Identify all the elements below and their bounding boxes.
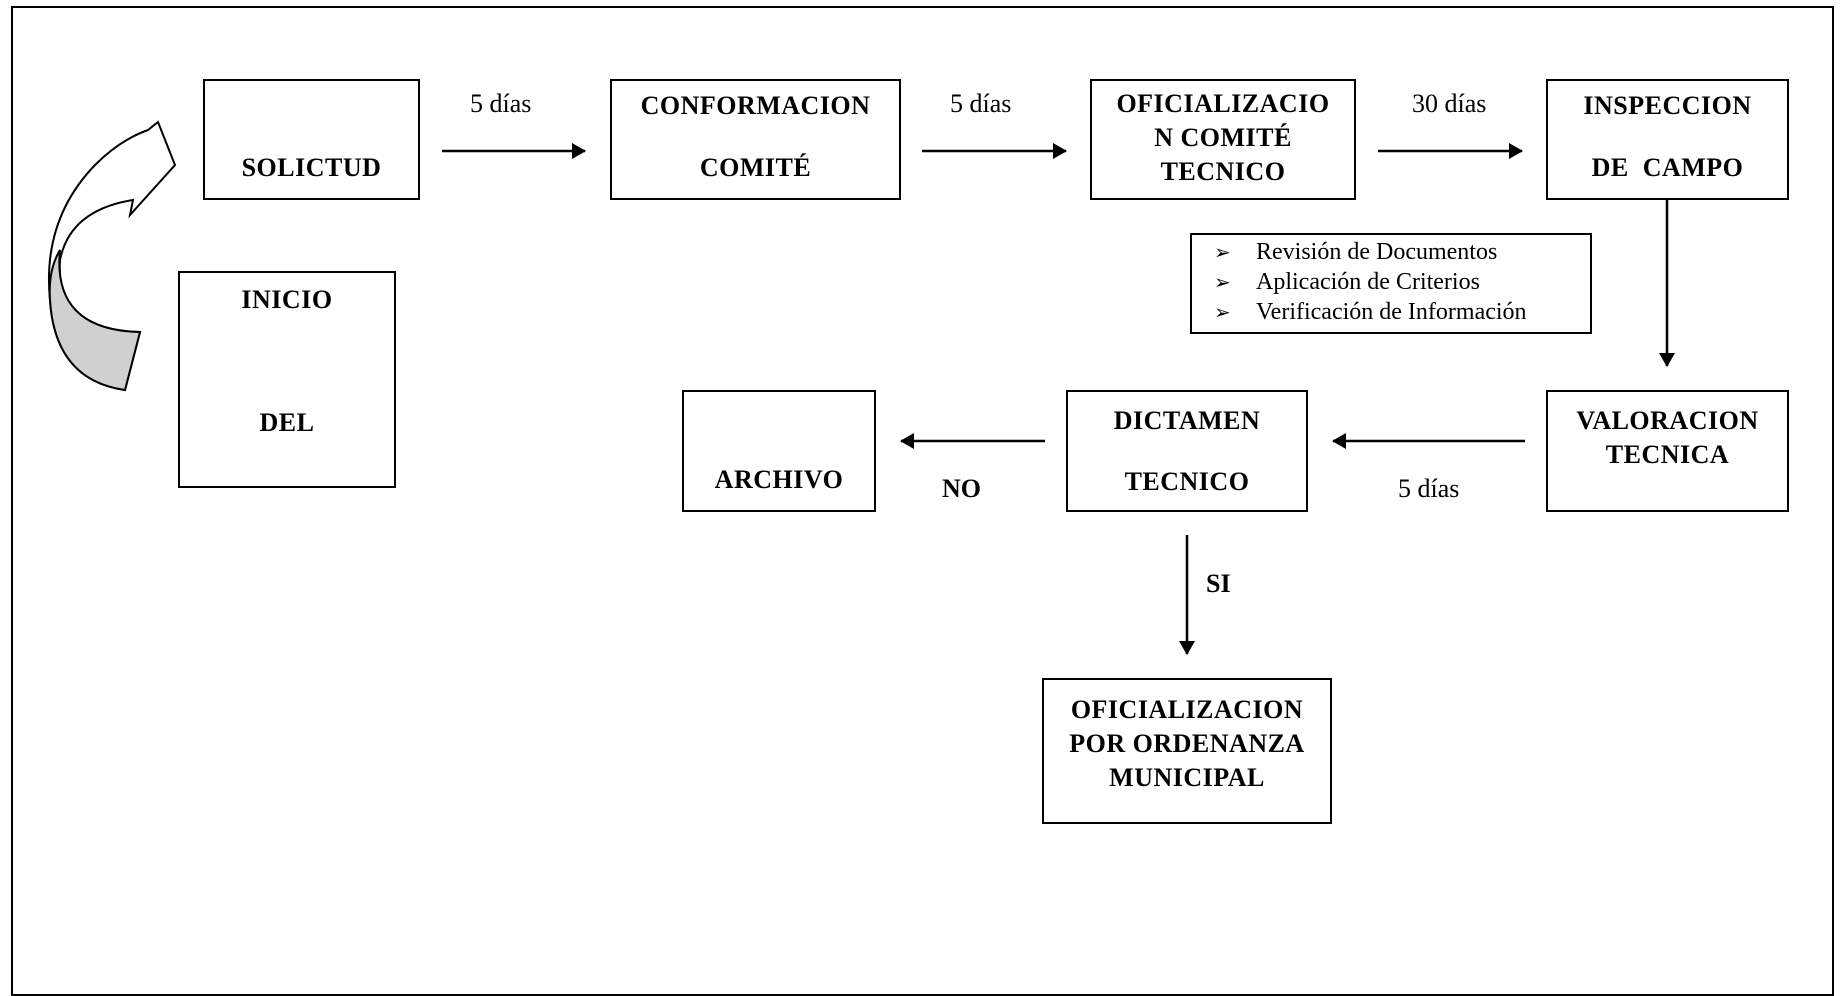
box-oficializacion-ordenanza-line-1: OFICIALIZACION bbox=[1070, 695, 1304, 724]
box-dictamen-line-1: DICTAMEN bbox=[1113, 406, 1261, 435]
box-archivo: ARCHIVO bbox=[682, 390, 876, 512]
checklist-item-text: Aplicación de Criterios bbox=[1256, 269, 1480, 295]
arrow-bullet-icon: ➢ bbox=[1214, 270, 1231, 294]
checklist-item: ➢ Aplicación de Criterios bbox=[1214, 269, 1480, 296]
checklist-item-text: Verificación de Información bbox=[1256, 299, 1527, 325]
box-archivo-text: ARCHIVO bbox=[714, 465, 844, 494]
box-dictamen-tecnico: DICTAMEN TECNICO bbox=[1066, 390, 1308, 512]
arrowhead-7 bbox=[1179, 641, 1195, 655]
box-oficializacion-ordenanza-line-3: MUNICIPAL bbox=[1109, 763, 1265, 792]
arrowhead-3 bbox=[1509, 143, 1523, 159]
box-oficializacion-comite-line-3: TECNICO bbox=[1160, 157, 1286, 186]
box-inicio-line-2: DEL bbox=[259, 408, 315, 437]
arrowhead-6 bbox=[900, 433, 914, 449]
box-solicitud-text: SOLICTUD bbox=[241, 153, 382, 182]
box-valoracion-tecnica: VALORACION TECNICA bbox=[1546, 390, 1789, 512]
box-dictamen-line-2: TECNICO bbox=[1124, 467, 1250, 496]
box-oficializacion-comite-line-2: N COMITÉ bbox=[1154, 123, 1292, 152]
box-oficializacion-comite: OFICIALIZACIO N COMITÉ TECNICO bbox=[1090, 79, 1356, 200]
box-inspeccion-line-2: DE CAMPO bbox=[1591, 153, 1744, 182]
box-inspeccion-line-1: INSPECCION bbox=[1583, 91, 1752, 120]
box-oficializacion-ordenanza: OFICIALIZACION POR ORDENANZA MUNICIPAL bbox=[1042, 678, 1332, 824]
arrowhead-1 bbox=[572, 143, 586, 159]
box-oficializacion-ordenanza-line-2: POR ORDENANZA bbox=[1069, 729, 1305, 758]
box-inicio: INICIO DEL bbox=[178, 271, 396, 488]
box-valoracion-line-2: TECNICA bbox=[1605, 440, 1730, 469]
checklist-box: ➢ Revisión de Documentos ➢ Aplicación de C… bbox=[1190, 233, 1592, 334]
edge-label-days-2: 5 días bbox=[950, 89, 1012, 118]
box-oficializacion-comite-line-1: OFICIALIZACIO bbox=[1116, 89, 1330, 118]
arrowhead-5 bbox=[1332, 433, 1346, 449]
arrowhead-4 bbox=[1659, 353, 1675, 367]
arrow-bullet-icon: ➢ bbox=[1214, 300, 1231, 324]
edge-label-days-4: 5 días bbox=[1398, 474, 1460, 503]
box-conformacion-comite: CONFORMACION COMITÉ bbox=[610, 79, 901, 200]
edge-label-days-3: 30 días bbox=[1412, 89, 1487, 118]
box-valoracion-line-1: VALORACION bbox=[1576, 406, 1759, 435]
checklist-item: ➢ Revisión de Documentos bbox=[1214, 239, 1497, 266]
box-solicitud: SOLICTUD bbox=[203, 79, 420, 200]
arrowhead-2 bbox=[1053, 143, 1067, 159]
checklist-item-text: Revisión de Documentos bbox=[1256, 239, 1498, 265]
box-inicio-line-1: INICIO bbox=[241, 285, 333, 314]
arrow-bullet-icon: ➢ bbox=[1214, 240, 1231, 264]
box-inspeccion-campo: INSPECCION DE CAMPO bbox=[1546, 79, 1789, 200]
box-conformacion-line-2: COMITÉ bbox=[699, 153, 812, 182]
box-conformacion-line-1: CONFORMACION bbox=[640, 91, 871, 120]
checklist-item: ➢ Verificación de Información bbox=[1214, 299, 1527, 326]
edge-label-days-1: 5 días bbox=[470, 89, 532, 118]
edge-label-si: SI bbox=[1206, 569, 1231, 598]
edge-label-no: NO bbox=[942, 474, 981, 503]
